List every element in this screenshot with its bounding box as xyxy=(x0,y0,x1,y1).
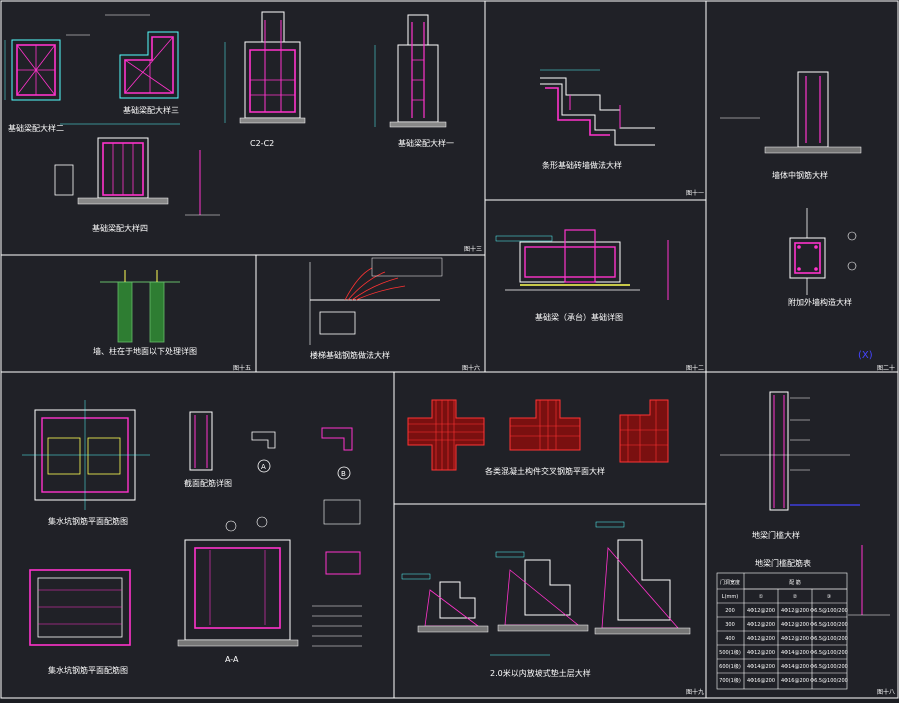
title-sump-plan-2: 集水坑钢筋平面配筋图 xyxy=(48,665,128,675)
table-cell: Φ6.5@100/200 xyxy=(810,622,848,628)
panel-wall-rebar: 墙体中钢筋大样 附加外墙构造大样 (X) 图二十 xyxy=(720,71,895,372)
table-cell: 4Φ16@200 xyxy=(747,678,775,684)
table-cell: Φ6.5@100/200 xyxy=(810,664,848,670)
sheet-tag-11: 图十一 xyxy=(686,189,704,197)
table-cell: 4Φ12@200 xyxy=(747,636,775,642)
table-cell: Φ6.5@100/200 xyxy=(810,608,848,614)
title-strip-foundation: 条形基础砖墙做法大样 xyxy=(542,160,622,170)
panel-foundation-beam-details: 基础梁配大样二 基础梁配大样三 C2-C2 xyxy=(4,11,482,253)
panel-stair-foundation: 楼梯基础钢筋做法大样 图十六 xyxy=(309,257,480,372)
title-beam-detail-4: 基础梁配大样四 xyxy=(92,223,148,233)
beam-detail-2 xyxy=(4,34,90,101)
title-additional-wall: 附加外墙构造大样 xyxy=(788,297,852,307)
sheet-tag-18: 图十八 xyxy=(877,688,895,696)
sheet-tag-12: 图十二 xyxy=(686,364,704,372)
section-c2 xyxy=(224,11,306,124)
sheet-tag-19: 图十九 xyxy=(686,688,704,696)
beam-detail-4 xyxy=(54,123,220,216)
table-cell: 4Φ12@200 xyxy=(747,608,775,614)
hatch-corner xyxy=(620,400,668,462)
table-subheader: L(mm) xyxy=(722,594,738,600)
table-cell: Φ6.5@100/200 xyxy=(810,678,848,684)
table-cell: 4Φ14@200 xyxy=(747,664,775,670)
panel-below-ground: 墙、柱在于地面以下处理详图 图十五 xyxy=(93,270,251,372)
sheet-tag-15: 图十五 xyxy=(233,364,251,372)
panel-cross-rebar: 各类混凝土构件交叉钢筋平面大样 xyxy=(407,399,669,476)
title-cross-rebar: 各类混凝土构件交叉钢筋平面大样 xyxy=(485,466,605,476)
table-cell: 4Φ12@200 xyxy=(781,636,809,642)
title-beam-detail-3: 基础梁配大样三 xyxy=(123,105,179,115)
sheet-tag-20: 图二十 xyxy=(877,364,895,372)
table-cell: 4Φ14@200 xyxy=(781,650,809,656)
table-cell: 700(1级) xyxy=(719,677,741,684)
beam-detail-1 xyxy=(374,14,447,128)
hatch-cross xyxy=(408,400,484,470)
table-cell: 4Φ12@200 xyxy=(781,622,809,628)
panel-strip-foundation: 条形基础砖墙做法大样 图十一 xyxy=(540,69,704,197)
title-section-aa: A-A xyxy=(225,655,239,664)
table-header-width: 门洞宽度 xyxy=(720,579,740,586)
table-cell: 4Φ14@200 xyxy=(781,664,809,670)
title-section-c2: C2-C2 xyxy=(250,139,274,148)
table-subheader: ② xyxy=(793,594,798,600)
panel-sump-pit: 集水坑钢筋平面配筋图 集水坑钢筋平面配筋图 截面配筋详图 A B A-A xyxy=(22,400,362,675)
table-cell: 4Φ12@200 xyxy=(747,622,775,628)
title-slope-layer: 2.0米以内放坡式垫土层大样 xyxy=(490,668,591,678)
title-threshold-table: 地梁门槛配筋表 xyxy=(755,558,811,568)
panel-slope-layer: 2.0米以内放坡式垫土层大样 图十九 xyxy=(401,521,704,696)
table-cell: 4Φ16@200 xyxy=(781,678,809,684)
title-beam-detail-2: 基础梁配大样二 xyxy=(8,123,64,133)
table-cell: 600(1级) xyxy=(719,663,741,670)
table-cell: 500(1级) xyxy=(719,649,741,656)
title-beam-cap: 基础梁（承台）基础详图 xyxy=(535,312,623,322)
callout-b: B xyxy=(341,470,346,478)
table-subheader: ① xyxy=(759,594,764,600)
title-threshold-detail: 地梁门槛大样 xyxy=(752,530,800,540)
revision-mark: (X) xyxy=(858,350,873,361)
title-wall-rebar: 墙体中钢筋大样 xyxy=(772,170,828,180)
table-cell: 4Φ12@200 xyxy=(747,650,775,656)
callout-a: A xyxy=(261,463,266,471)
title-stair-foundation: 楼梯基础钢筋做法大样 xyxy=(310,350,390,360)
threshold-table-grid xyxy=(716,572,848,690)
table-cell: Φ6.5@100/200 xyxy=(810,636,848,642)
sheet-tag-16: 图十六 xyxy=(462,364,480,372)
title-section-rebar: 截面配筋详图 xyxy=(184,478,232,488)
table-cell: 4Φ12@200 xyxy=(781,608,809,614)
panel-threshold-beam: 地梁门槛大样 地梁门槛配筋表 图十八 xyxy=(720,391,895,696)
title-sump-plan-1: 集水坑钢筋平面配筋图 xyxy=(48,516,128,526)
title-beam-detail-1: 基础梁配大样一 xyxy=(398,138,454,148)
table-cell: Φ6.5@100/200 xyxy=(810,650,848,656)
sheet-tag-13: 图十三 xyxy=(464,245,482,253)
table-subheader: ③ xyxy=(827,594,831,600)
notes-block xyxy=(312,605,362,647)
table-cell: 400 xyxy=(725,636,735,642)
beam-detail-3 xyxy=(105,14,179,99)
table-cell: 300 xyxy=(725,622,735,628)
hatch-tee xyxy=(510,400,580,450)
panel-beam-cap: 基础梁（承台）基础详图 图十二 xyxy=(495,229,704,372)
table-header-rebar: 配 筋 xyxy=(789,579,801,586)
table-cell: 200 xyxy=(725,608,735,614)
title-below-ground: 墙、柱在于地面以下处理详图 xyxy=(93,346,197,356)
